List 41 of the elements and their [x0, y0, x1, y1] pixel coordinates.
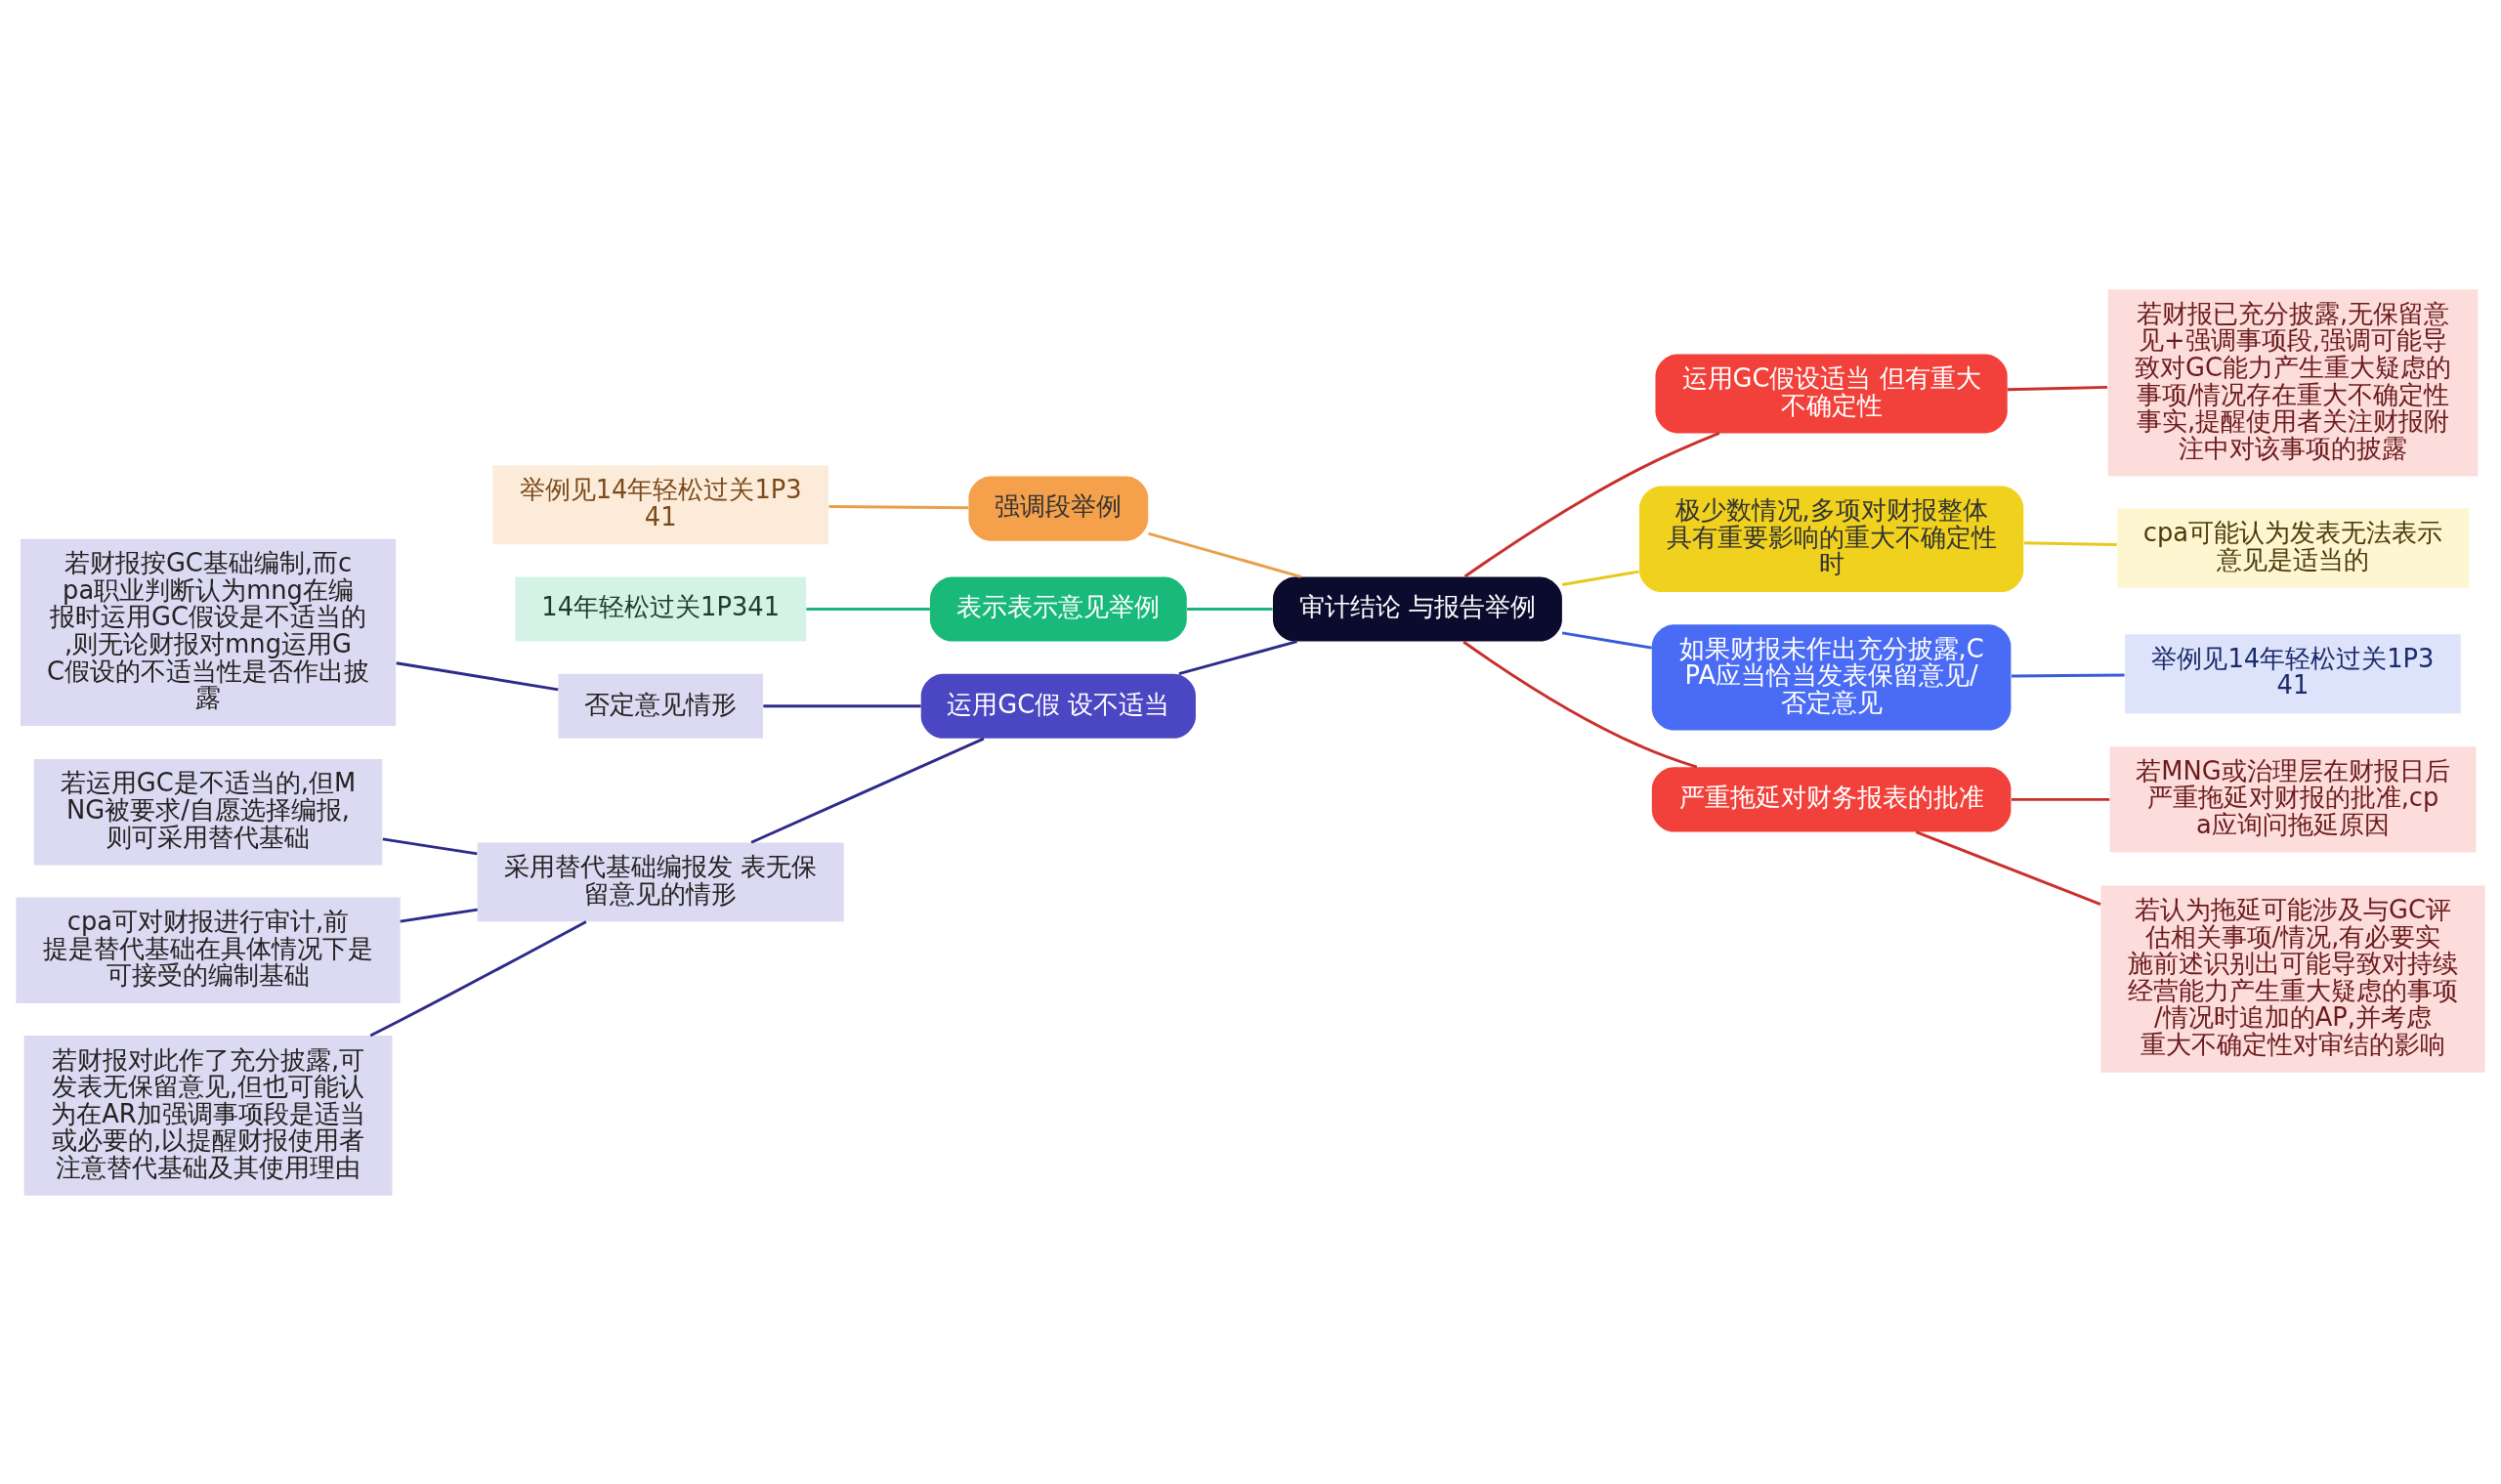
node-box: 若MNG或治理层在财报日后严重拖延对财报的批准,cpa应询问拖延原因 — [2109, 745, 2477, 853]
connector — [763, 703, 921, 707]
node-box: 举例见14年轻松过关1P341 — [492, 465, 829, 544]
node-box: 若运用GC是不适当的,但MNG被要求/自愿选择编报,则可采用替代基础 — [33, 758, 383, 865]
node-box: 审计结论 与报告举例 — [1273, 575, 1562, 642]
node-box: 表示表示意见举例 — [929, 575, 1187, 642]
connector — [1463, 431, 1720, 577]
connector — [1915, 829, 2101, 906]
connector — [2007, 385, 2108, 391]
connector — [400, 908, 478, 923]
node-box: 若认为拖延可能涉及与GC评估相关事项/情况,有必要实施前述识别出可能导致对持续经营能力产生重大疑虑的事项/情况时追加的AP,并考虑重大不确定性对审结的影响 — [2100, 885, 2485, 1073]
node-box: 运用GC假 设不适当 — [920, 673, 1196, 739]
connector — [1148, 531, 1301, 578]
node-box: 14年轻松过关1P341 — [515, 575, 807, 642]
connector — [1561, 570, 1639, 586]
connector — [1561, 630, 1652, 650]
connector — [2012, 673, 2125, 677]
connector — [382, 836, 478, 855]
node-box: 运用GC假设适当 但有重大不确定性 — [1655, 354, 2008, 433]
connector — [2023, 540, 2117, 546]
node-box: cpa可能认为发表无法表示意见是适当的 — [2116, 508, 2470, 587]
node-box: 强调段举例 — [968, 476, 1149, 541]
node-box: 极少数情况,多项对财报整体具有重要影响的重大不确定性时 — [1638, 486, 2024, 592]
node-box: cpa可对财报进行审计,前提是替代基础在具体情况下是可接受的编制基础 — [16, 897, 401, 1003]
node-box: 否定意见情形 — [558, 673, 763, 739]
connector — [1187, 607, 1273, 611]
node-box: 举例见14年轻松过关1P341 — [2125, 633, 2461, 713]
node-box: 若财报按GC基础编制,而cpa职业判断认为mng在编报时运用GC假设是不适当的,则无论财报对mng运用GC假设的不适当性是否作出披露 — [20, 538, 397, 726]
connector — [750, 737, 985, 844]
node-box: 严重拖延对财务报表的批准 — [1651, 766, 2012, 831]
connector — [1462, 640, 1698, 769]
connector — [2012, 797, 2110, 801]
connector — [1178, 639, 1297, 675]
connector — [828, 504, 969, 509]
node-box: 若财报对此作了充分披露,可发表无保留意见,但也可能认为在AR加强调事项段是适当或必要的,以提醒财报使用者注意替代基础及其使用理由 — [23, 1035, 393, 1196]
connector — [396, 660, 559, 691]
node-box: 如果财报未作出充分披露,CPA应当恰当发表保留意见/否定意见 — [1651, 623, 2012, 731]
connector — [369, 919, 587, 1037]
connector — [806, 607, 930, 611]
node-box: 采用替代基础编报发 表无保留意见的情形 — [477, 841, 844, 921]
node-box: 若财报已充分披露,无保留意见+强调事项段,强调可能导致对GC能力产生重大疑虑的事项/情况存在重大不确定性事实,提醒使用者关注财报附注中对该事项的披露 — [2107, 288, 2479, 476]
